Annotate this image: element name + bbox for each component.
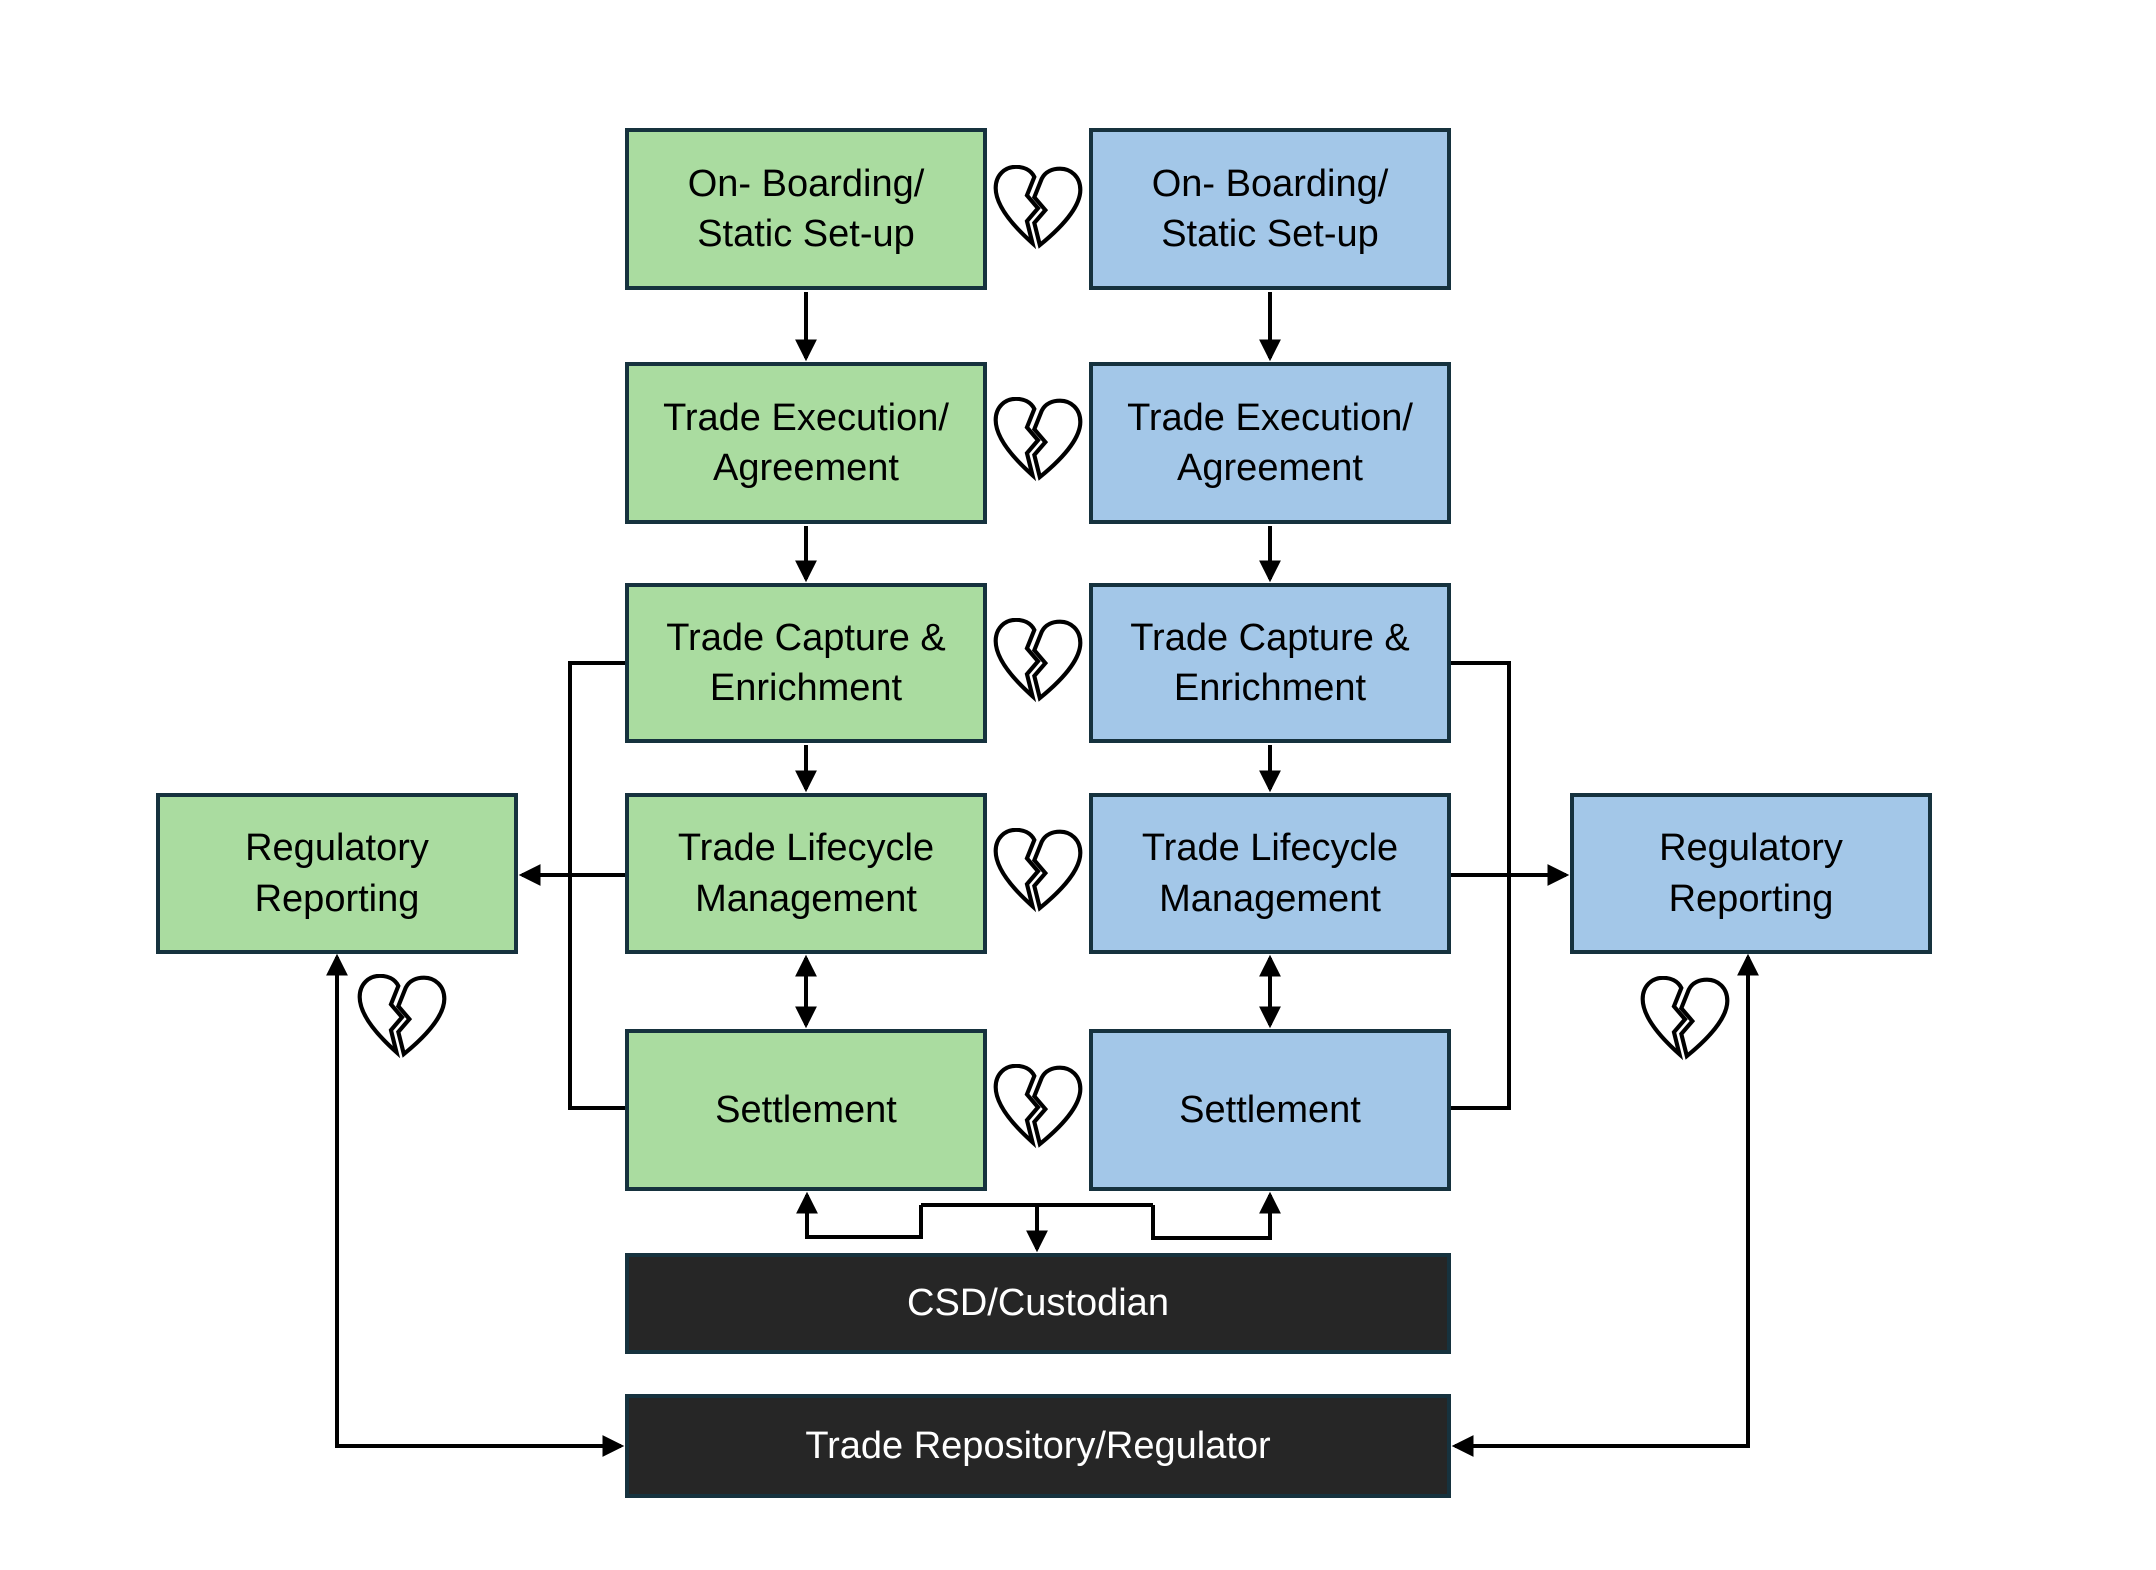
broken-heart-icon [996,830,1081,908]
box-trade-repository-regulator: Trade Repository/Regulator [625,1394,1451,1498]
connector-blue-side-bus [1449,661,1511,1110]
box-trade-capture-green: Trade Capture & Enrichment [625,583,987,743]
box-onboarding-blue: On- Boarding/ Static Set-up [1089,128,1451,290]
broken-heart-icon [996,620,1081,698]
box-label: Trade Capture & Enrichment [1130,616,1410,709]
broken-heart-icon [996,399,1081,477]
connector-left-regulatory-trade-repository [326,953,625,1457]
broken-heart-icon [1643,978,1728,1056]
box-label: Regulatory Reporting [245,827,429,920]
box-onboarding-green: On- Boarding/ Static Set-up [625,128,987,290]
box-label: Settlement [1179,1088,1361,1131]
box-settlement-blue: Settlement [1089,1029,1451,1191]
box-label: Trade Lifecycle Management [677,827,935,920]
broken-heart-icon [996,1066,1081,1144]
connector-csd-to-green-settlement [796,1191,923,1239]
box-trade-capture-blue: Trade Capture & Enrichment [1089,583,1451,743]
box-label: CSD/Custodian [907,1282,1169,1325]
connector-csd-to-blue-settlement [1151,1191,1281,1240]
box-trade-execution-green: Trade Execution/ Agreement [625,362,987,524]
box-regulatory-reporting-right: Regulatory Reporting [1570,793,1932,954]
box-label: On- Boarding/ Static Set-up [1151,162,1389,255]
box-label: Settlement [715,1088,897,1131]
box-settlement-green: Settlement [625,1029,987,1191]
box-regulatory-reporting-left: Regulatory Reporting [156,793,518,954]
connector-green-side-bus [568,661,627,1110]
box-label: Regulatory Reporting [1659,827,1843,920]
connector-right-regulatory-trade-repository [1451,953,1759,1457]
box-label: Trade Lifecycle Management [1141,827,1399,920]
box-csd-custodian: CSD/Custodian [625,1253,1451,1354]
box-label: Trade Repository/Regulator [805,1424,1271,1467]
box-label: Trade Capture & Enrichment [666,616,946,709]
box-label: On- Boarding/ Static Set-up [687,162,925,255]
broken-heart-icon [996,167,1081,245]
box-trade-execution-blue: Trade Execution/ Agreement [1089,362,1451,524]
box-label: Trade Execution/ Agreement [1127,396,1413,489]
box-trade-lifecycle-blue: Trade Lifecycle Management [1089,793,1451,954]
broken-heart-icon [360,976,445,1054]
box-trade-lifecycle-green: Trade Lifecycle Management [625,793,987,954]
box-label: Trade Execution/ Agreement [663,396,949,489]
